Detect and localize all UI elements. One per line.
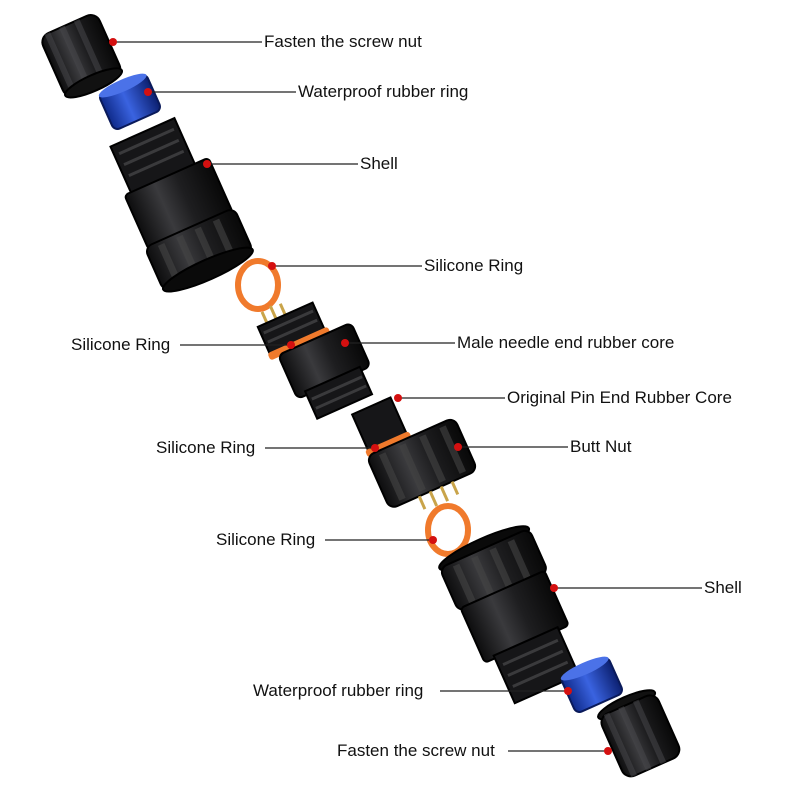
marker-butt-nut [454,443,462,451]
label-silicone-ring-2: Silicone Ring [71,335,171,354]
leader-lines [113,41,702,752]
marker-silicone-3 [371,444,379,452]
marker-top-nut [109,38,117,46]
top-shell [109,116,254,293]
silicone-ring-4 [425,503,471,557]
label-top-shell: Shell [360,154,398,173]
label-top-screw-nut: Fasten the screw nut [264,32,422,51]
label-bottom-shell: Shell [704,578,742,597]
label-top-waterproof-rubber-ring: Waterproof rubber ring [298,82,469,101]
bottom-screw-nut [597,689,681,778]
marker-silicone-1 [268,262,276,270]
bottom-waterproof-rubber-ring [560,656,623,713]
marker-top-rubber [144,88,152,96]
label-pin-end-core: Original Pin End Rubber Core [507,388,732,407]
label-male-needle-core: Male needle end rubber core [457,333,675,352]
marker-male-core [341,339,349,347]
label-silicone-ring-4: Silicone Ring [216,530,316,549]
marker-silicone-4 [429,536,437,544]
silicone-ring-1 [235,258,281,312]
marker-pin-core [394,394,402,402]
pin-core-and-butt-nut [350,396,477,510]
marker-top-shell [203,160,211,168]
top-screw-nut [41,14,124,99]
label-bottom-waterproof-rubber-ring: Waterproof rubber ring [253,681,424,700]
marker-bottom-rubber [564,687,572,695]
label-silicone-ring-1: Silicone Ring [424,256,524,275]
marker-bottom-shell [550,584,558,592]
top-waterproof-rubber-ring [98,73,161,130]
bottom-shell [438,525,581,705]
marker-silicone-2 [287,341,295,349]
label-butt-nut: Butt Nut [570,437,632,456]
marker-dots [109,38,612,755]
label-bottom-screw-nut: Fasten the screw nut [337,741,495,760]
label-silicone-ring-3: Silicone Ring [156,438,256,457]
marker-bottom-nut [604,747,612,755]
